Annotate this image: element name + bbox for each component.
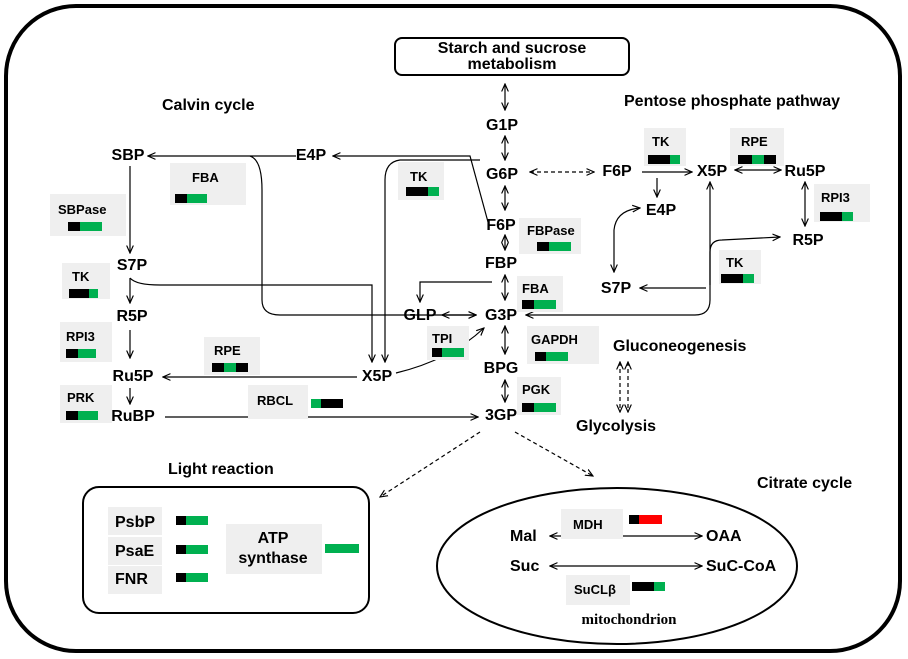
enzyme-fnr: FNR xyxy=(108,566,208,594)
enzyme-suclb: SuCLβ xyxy=(566,575,665,605)
enzyme-rpi3-pentose: RPI3 xyxy=(814,184,870,222)
enzyme-tk-calvin-2: TK xyxy=(62,263,110,299)
metabolite-x5p: X5P xyxy=(362,368,393,385)
enzyme-suclb-label: SuCLβ xyxy=(574,582,616,597)
enzyme-fnr-label: FNR xyxy=(115,571,148,588)
metabolite-r5p: R5P xyxy=(116,308,147,325)
glycolysis-label: Glycolysis xyxy=(576,418,656,435)
enzyme-psae-label: PsaE xyxy=(115,543,154,560)
metabolite-s7p: S7P xyxy=(117,257,148,274)
pentose-phosphate-title: Pentose phosphate pathway xyxy=(624,93,840,110)
metabolite-x5p-pp: X5P xyxy=(697,163,728,180)
enzyme-rbcl: RBCL xyxy=(248,385,343,419)
metabolite-r5p-pp: R5P xyxy=(792,232,823,249)
enzyme-tpi: TPI xyxy=(427,326,469,360)
enzyme-psbp: PsbP xyxy=(108,507,208,535)
enzyme-fbpase-label: FBPase xyxy=(527,223,575,238)
enzyme-rpi3-calvin: RPI3 xyxy=(60,322,112,362)
atp-synthase-line1: ATP xyxy=(258,530,289,547)
enzyme-fba-label: FBA xyxy=(522,281,549,296)
metabolite-fbp: FBP xyxy=(485,255,517,272)
enzyme-tpi-label: TPI xyxy=(432,331,452,346)
enzyme-gapdh: GAPDH xyxy=(527,326,599,364)
metabolite-succoa: SuC-CoA xyxy=(706,558,777,575)
enzyme-tk-pentose-1: TK xyxy=(644,128,686,166)
enzyme-gapdh-label: GAPDH xyxy=(531,332,578,347)
enzyme-prk: PRK xyxy=(60,385,112,423)
enzyme-tk-label: TK xyxy=(72,269,90,284)
enzyme-fbpase: FBPase xyxy=(519,218,581,254)
enzyme-tk-pentose-2: TK xyxy=(719,250,761,284)
gluconeogenesis-label: Gluconeogenesis xyxy=(613,338,746,355)
enzyme-mdh-label: MDH xyxy=(573,517,603,532)
enzyme-rpi3-label: RPI3 xyxy=(66,329,95,344)
enzyme-fba-central: FBA xyxy=(517,276,563,312)
enzyme-rpe-label: RPE xyxy=(741,134,768,149)
metabolite-ru5p: Ru5P xyxy=(113,368,154,385)
enzyme-rpi3-label: RPI3 xyxy=(821,190,850,205)
enzyme-tk-label: TK xyxy=(652,134,670,149)
metabolite-f6p-pp: F6P xyxy=(602,163,632,180)
enzyme-tk-calvin-1: TK xyxy=(398,162,444,200)
citrate-cycle-title: Citrate cycle xyxy=(757,475,852,492)
enzyme-atp-synthase: ATP synthase xyxy=(226,524,359,574)
starch-sucrose-box xyxy=(394,37,630,76)
metabolite-mal: Mal xyxy=(510,528,537,545)
enzyme-pgk: PGK xyxy=(517,377,561,415)
light-reaction-title: Light reaction xyxy=(168,461,274,478)
metabolite-ru5p-pp: Ru5P xyxy=(785,163,826,180)
metabolite-sbp: SBP xyxy=(112,147,145,164)
enzyme-mdh: MDH xyxy=(561,509,662,539)
calvin-cycle-title: Calvin cycle xyxy=(162,97,255,114)
enzyme-fba-label: FBA xyxy=(192,170,219,185)
enzyme-tk-label: TK xyxy=(726,255,744,270)
starch-title-line1: Starch and sucrose xyxy=(438,40,587,57)
metabolite-f6p: F6P xyxy=(486,217,516,234)
metabolite-g6p: G6P xyxy=(486,166,518,183)
metabolite-e4p: E4P xyxy=(296,147,327,164)
metabolite-e4p-pp: E4P xyxy=(646,202,677,219)
enzyme-psbp-label: PsbP xyxy=(115,514,155,531)
metabolite-s7p-pp: S7P xyxy=(601,280,632,297)
enzyme-sbpase: SBPase xyxy=(50,194,126,236)
metabolite-rubp: RuBP xyxy=(111,408,155,425)
enzyme-tk-label: TK xyxy=(410,169,428,184)
atp-synthase-line2: synthase xyxy=(238,550,307,567)
enzyme-rpe-pentose: RPE xyxy=(730,128,784,166)
metabolite-suc: Suc xyxy=(510,558,539,575)
metabolite-3gp: 3GP xyxy=(485,407,517,424)
metabolite-g3p: G3P xyxy=(485,307,517,324)
enzyme-pgk-label: PGK xyxy=(522,382,551,397)
enzyme-rpe-label: RPE xyxy=(214,343,241,358)
starch-title-line2: metabolism xyxy=(468,56,557,73)
metabolite-oaa: OAA xyxy=(706,528,742,545)
enzyme-psae: PsaE xyxy=(108,537,208,565)
enzyme-rbcl-label: RBCL xyxy=(257,393,293,408)
enzyme-sbpase-label: SBPase xyxy=(58,202,106,217)
enzyme-fba-calvin: FBA xyxy=(170,163,246,205)
mitochondrion-label: mitochondrion xyxy=(581,612,677,628)
metabolite-g1p: G1P xyxy=(486,117,518,134)
enzyme-prk-label: PRK xyxy=(67,390,95,405)
metabolite-bpg: BPG xyxy=(484,360,519,377)
enzyme-rpe-calvin: RPE xyxy=(204,337,260,375)
